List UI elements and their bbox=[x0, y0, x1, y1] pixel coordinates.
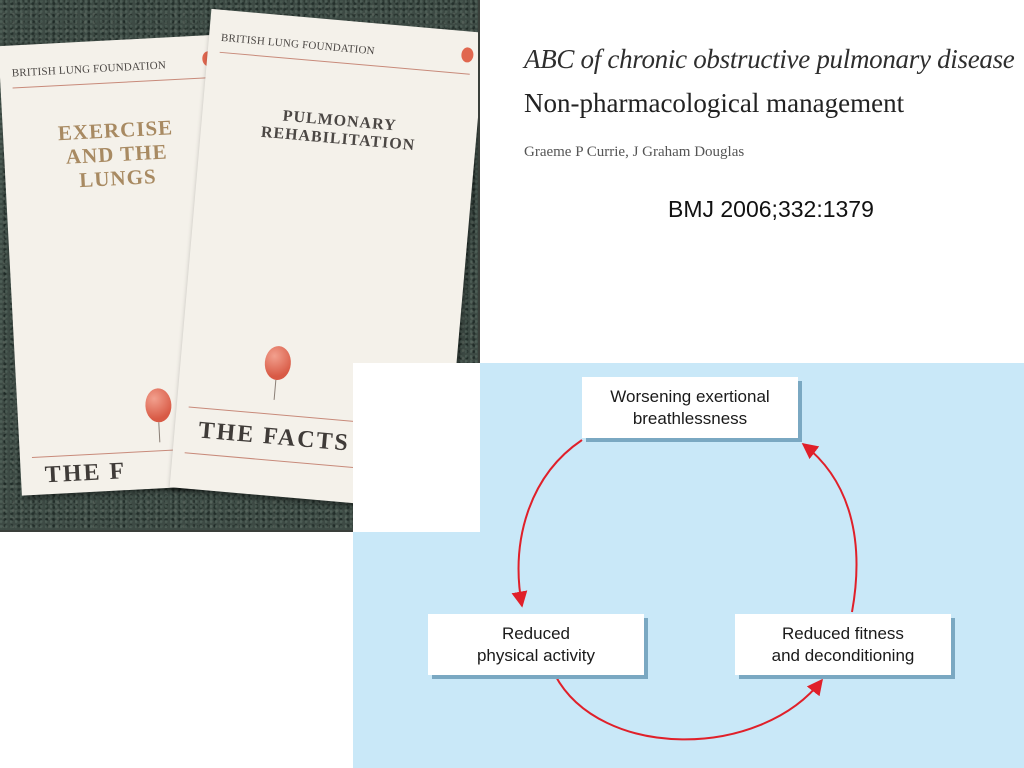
authors: Graeme P Currie, J Graham Douglas bbox=[524, 144, 745, 160]
arrow-activity-to-fitness bbox=[554, 674, 823, 741]
node-label: Worsening exertional breathlessness bbox=[610, 386, 770, 428]
arrow-fitness-to-breathlessness bbox=[801, 443, 858, 613]
series-title: ABC of chronic obstructive pulmonary dis… bbox=[524, 44, 1015, 74]
node-reduced-physical-activity: Reduced physical activity bbox=[428, 614, 644, 675]
leaflets-photo: BRITISH LUNG FOUNDATION EXERCISE AND THE… bbox=[0, 0, 480, 532]
node-reduced-fitness: Reduced fitness and deconditioning bbox=[735, 614, 951, 675]
arrow-breathlessness-to-activity bbox=[511, 439, 583, 608]
cycle-diagram-panel bbox=[353, 363, 1024, 768]
citation: BMJ 2006;332:1379 bbox=[668, 196, 874, 222]
node-worsening-breathlessness: Worsening exertional breathlessness bbox=[582, 377, 798, 438]
article-title: Non-pharmacological management bbox=[524, 88, 905, 118]
panel-notch bbox=[353, 363, 480, 532]
node-label: Reduced fitness and deconditioning bbox=[771, 623, 915, 665]
node-label: Reduced physical activity bbox=[476, 623, 596, 665]
